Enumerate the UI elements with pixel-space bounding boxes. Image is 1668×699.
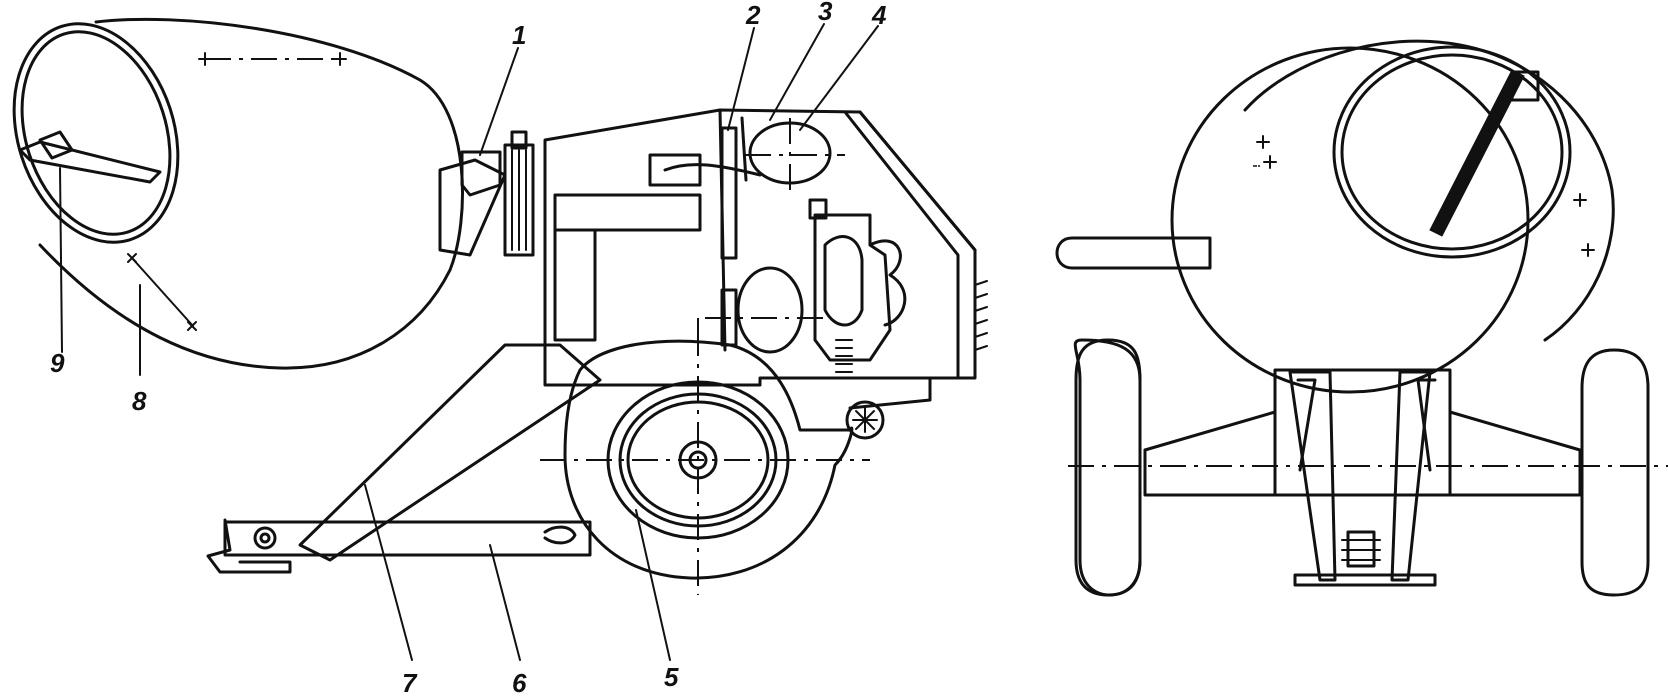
- front-view: [1055, 39, 1668, 597]
- engine-parts: [648, 118, 907, 440]
- tow-frame: [206, 343, 602, 574]
- wheel: [540, 330, 870, 595]
- callout-5: 5: [664, 662, 679, 692]
- callout-3: 3: [818, 0, 833, 26]
- front-wheel-right: [1580, 348, 1650, 597]
- drum-shaft: [438, 130, 535, 257]
- callout-1: 1: [512, 20, 526, 50]
- front-handle: [1055, 236, 1212, 270]
- callout-8: 8: [132, 386, 147, 416]
- callout-2: 2: [745, 0, 761, 30]
- callout-9: 9: [50, 348, 65, 378]
- mixing-drum: [12, 17, 464, 370]
- callout-4: 4: [871, 0, 887, 30]
- front-drum: [1170, 39, 1615, 394]
- callout-7: 7: [402, 668, 418, 698]
- front-axle: [1068, 368, 1668, 587]
- side-view: 1 2 3 4 5 6 7 8 9: [12, 0, 988, 698]
- front-wheel-left: [1073, 338, 1142, 597]
- leader-lines: [59, 23, 879, 661]
- callout-6: 6: [512, 668, 527, 698]
